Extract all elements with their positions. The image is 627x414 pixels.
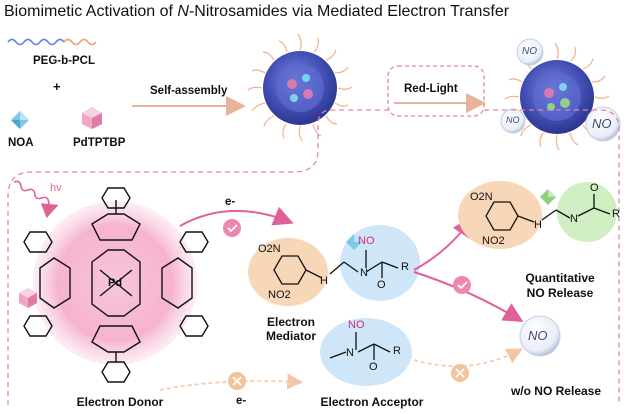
polymer-label: PEG-b-PCL bbox=[33, 55, 95, 67]
acceptor-r: R bbox=[393, 345, 401, 357]
product-n: N bbox=[570, 213, 578, 225]
acceptor-n: N bbox=[346, 347, 354, 359]
product-r: R bbox=[612, 208, 620, 220]
pdtptbp-crystal-icon bbox=[82, 107, 102, 129]
donor-crystal-icon bbox=[19, 288, 37, 308]
red-light-label: Red-Light bbox=[404, 83, 458, 95]
mediator-structure bbox=[273, 250, 399, 285]
electron-mediator-label-2: Mediator bbox=[265, 329, 317, 343]
no-release-label: w/o NO Release bbox=[510, 384, 602, 398]
hv-wave-icon bbox=[13, 180, 59, 219]
no-bubble-top-3 bbox=[585, 106, 621, 142]
red-light-box bbox=[387, 65, 485, 117]
micelle-right bbox=[504, 42, 610, 151]
mediator-orange-blob bbox=[248, 238, 328, 306]
acceptor-blue-blob bbox=[320, 318, 412, 386]
product-structure bbox=[485, 194, 611, 231]
electron-top-label: e- bbox=[225, 196, 236, 208]
mediator-o: O bbox=[377, 279, 386, 291]
acceptor-nitroso: NO bbox=[348, 319, 365, 331]
electron-transfer-arrow-bottom bbox=[159, 373, 304, 391]
no-bubble-top-1 bbox=[516, 38, 544, 66]
noa-label: NOA bbox=[8, 137, 34, 149]
hv-label: hv bbox=[50, 182, 62, 194]
product-o: O bbox=[590, 182, 599, 194]
electron-acceptor-label: Electron Acceptor bbox=[320, 395, 424, 409]
mediator-r: R bbox=[401, 261, 409, 273]
figure-title: Biomimetic Activation of N-Nitrosamides … bbox=[4, 3, 510, 20]
no-bubble-top-1-label: NO bbox=[522, 46, 537, 57]
acceptor-o: O bbox=[369, 361, 378, 373]
electron-transfer-arrow-top bbox=[179, 206, 294, 227]
no-release-arrow bbox=[413, 348, 523, 367]
product-nh: H bbox=[534, 219, 542, 231]
no-bubble-lower bbox=[519, 315, 561, 357]
pd-label: Pd bbox=[108, 277, 123, 289]
product-o2n: O2N bbox=[470, 191, 493, 203]
check-icon-mid bbox=[453, 276, 471, 294]
product-orange-blob bbox=[458, 181, 542, 249]
quantitative-label-1: Quantitative bbox=[525, 271, 595, 285]
no-bubble-top-3-label: NO bbox=[592, 116, 612, 131]
acceptor-structure bbox=[329, 332, 391, 360]
mediator-n: N bbox=[360, 267, 368, 279]
noa-crystal-icon bbox=[11, 111, 29, 129]
self-assembly-label: Self-assembly bbox=[150, 85, 228, 97]
mediator-nitroso: NO bbox=[358, 235, 375, 247]
product-crystal-icon bbox=[540, 189, 556, 205]
no-bubble-lower-label: NO bbox=[528, 328, 548, 343]
pd-porphyrin-structure bbox=[23, 187, 209, 383]
no-bubble-top-2-label: NO bbox=[506, 115, 520, 125]
electron-mediator-label-1: Electron bbox=[266, 315, 316, 329]
mediator-no2: NO2 bbox=[268, 289, 291, 301]
pdtptbp-label: PdTPTBP bbox=[73, 137, 126, 149]
electron-donor-label: Electron Donor bbox=[76, 395, 164, 409]
panel-outline bbox=[7, 109, 620, 405]
mediator-crystal-icon bbox=[346, 234, 362, 250]
check-icon-top bbox=[223, 219, 241, 237]
product-no2: NO2 bbox=[482, 235, 505, 247]
no-bubble-top-2 bbox=[500, 108, 526, 134]
micelle-left bbox=[247, 33, 353, 142]
mediator-o2n: O2N bbox=[258, 243, 281, 255]
plus-sign: + bbox=[53, 79, 61, 94]
quantitative-label-2: NO Release bbox=[526, 286, 594, 300]
release-arrow-down bbox=[413, 271, 524, 323]
polymer-chain-icon bbox=[7, 38, 97, 46]
mediator-nh: H bbox=[320, 275, 328, 287]
electron-bottom-label: e- bbox=[236, 395, 247, 407]
